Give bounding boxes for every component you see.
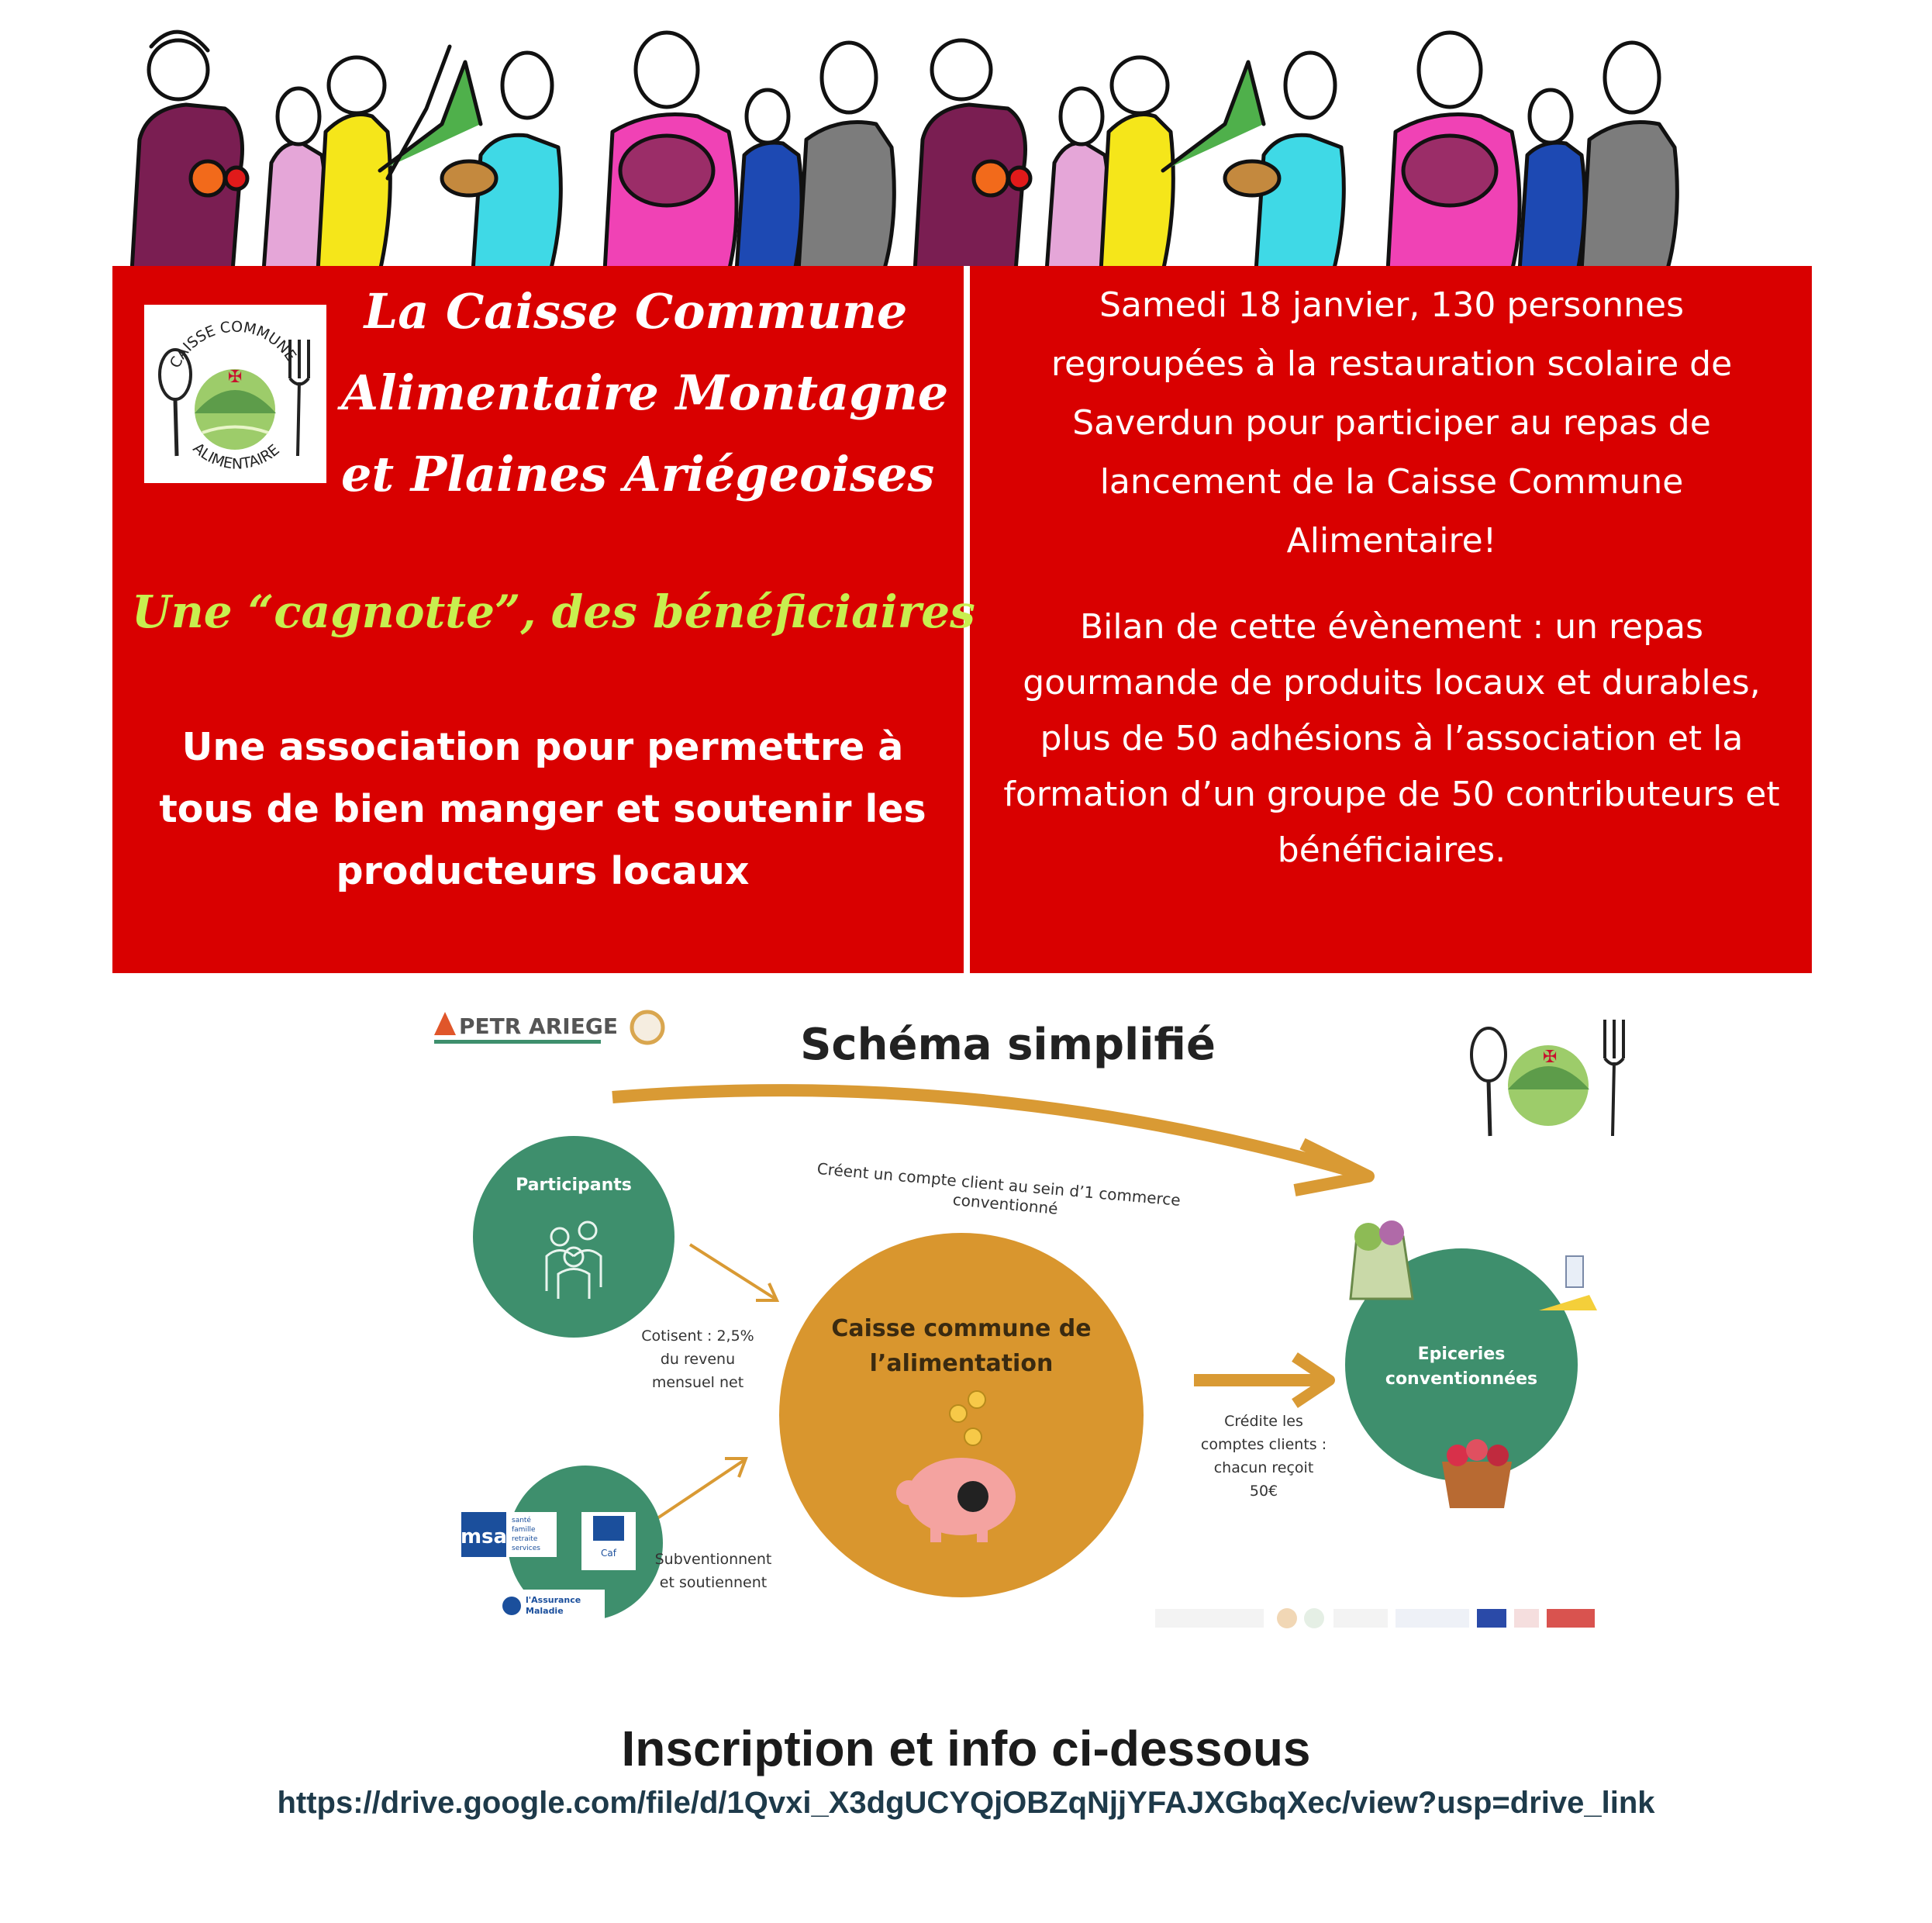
news-p2-line-4: formation d’un groupe de 50 contributeur… [1003,775,1780,814]
assurance-line-2: Maladie [526,1606,564,1616]
person-figure [1044,86,1110,271]
caisse-commune-logo: CAISSE COMMUNE ✠ ALIMENTAIRE [144,305,326,483]
person-figure [1385,30,1522,271]
subventionnent-line-1: Subventionnent [654,1551,772,1568]
person-figure [440,50,563,271]
news-p1-line-3: Saverdun pour participer au repas de [1072,403,1711,443]
people-icon [545,1220,602,1299]
cotisent-line-3: mensuel net [651,1374,744,1391]
banner-title-line-2: Alimentaire Montagne [341,364,949,421]
person-figure [602,30,739,271]
banner-subtitle: Une “cagnotte”, des bénéficiaires [132,585,975,638]
partner-logos [1155,1608,1595,1628]
participants-label: Participants [516,1176,632,1195]
news-p1-line-5: Alimentaire! [1286,521,1497,561]
logo-top-text: CAISSE COMMUNE [167,319,299,371]
epiceries-circle [1345,1248,1578,1481]
news-p1-line-4: lancement de la Caisse Commune [1099,462,1684,502]
petr-ariege-logo: PETR ARIEGE [434,1010,665,1045]
person-figure [1099,55,1266,271]
simplified-diagram: PETR ARIEGE ✠ Participants Caisse commun… [434,1010,1625,1628]
association-line-1: Une association pour permettre à [181,725,904,769]
association-line-3: producteurs locaux [336,849,750,893]
news-p2-line-1: Bilan de cette évènement : un repas [1079,607,1704,647]
credite-line-1: Crédite les [1224,1413,1303,1430]
msa-line-1: santé [512,1516,531,1524]
person-figure [129,29,250,271]
grocery-bag-icon [1349,1220,1414,1300]
news-p1-line-2: regroupées à la restauration scolaire de [1051,344,1733,384]
banner-divider [964,266,970,973]
caisse-label-line-1: Caisse commune de [831,1315,1091,1342]
person-figure [1579,40,1679,271]
piggy-bank-icon [896,1458,1016,1542]
svg-text:✠: ✠ [228,368,242,387]
msa-line-3: retraite [512,1535,538,1543]
person-figure [316,44,483,271]
epiceries-label-line-2: conventionnées [1385,1369,1537,1389]
person-figure [1223,50,1346,271]
person-figure [913,38,1033,271]
participants-circle [473,1136,674,1338]
svg-text:CAISSE COMMUNE: CAISSE COMMUNE [167,319,299,371]
coin-icon [949,1390,986,1446]
registration-link[interactable]: https://drive.google.com/file/d/1Qvxi_X3… [277,1786,1655,1820]
credite-line-3: chacun reçoit [1213,1459,1314,1476]
subventionnent-line-2: et soutiennent [659,1574,768,1591]
news-p2-line-5: bénéficiaires. [1277,830,1506,870]
assurance-line-1: l'Assurance [526,1595,581,1605]
cotisent-line-1: Cotisent : 2,5% [641,1327,754,1345]
petr-logo-text: PETR ARIEGE [459,1013,618,1039]
footer-title: Inscription et info ci-dessous [621,1721,1311,1776]
epiceries-label-line-1: Epiceries [1418,1345,1506,1364]
person-figure [734,88,804,271]
caisse-label-line-2: l’alimentation [870,1350,1054,1377]
caf-logo: Caf [581,1512,636,1570]
banner-title-line-3: et Plaines Ariégeoises [341,446,935,502]
credite-line-2: comptes clients : [1200,1436,1327,1453]
people-with-food-illustration [129,29,1679,271]
arrow-to-epiceries-curved [612,1084,1367,1181]
caisse-commune-logo-small: ✠ [1470,1020,1625,1137]
msa-line-2: famille [512,1526,536,1534]
person-figure [796,40,896,271]
banner-title-line-1: La Caisse Commune [364,283,908,340]
arrow-cotisent [688,1243,777,1300]
milk-cheese-icon [1539,1255,1597,1310]
schema-title: Schéma simplifié [800,1020,1216,1070]
svg-text:✠: ✠ [1543,1048,1557,1067]
person-figure [1517,88,1587,271]
assurance-maladie-logo: l'Assurance Maladie [500,1590,605,1622]
fork-icon [288,340,310,457]
caf-logo-text: Caf [601,1548,617,1559]
logo-graphic: CAISSE COMMUNE ✠ ALIMENTAIRE [158,319,310,472]
msa-logo: msa santé famille retraite services [461,1512,557,1557]
news-p1-line-1: Samedi 18 janvier, 130 personnes [1099,285,1685,325]
arrow-subventionnent [654,1459,746,1521]
news-p2-line-2: gourmande de produits locaux et durables… [1023,663,1761,703]
msa-line-4: services [512,1545,540,1552]
news-p2-line-3: plus de 50 adhésions à l’association et … [1040,719,1744,758]
credite-line-4: 50€ [1249,1483,1278,1500]
msa-logo-text: msa [461,1525,507,1548]
person-figure [261,86,327,271]
association-line-2: tous de bien manger et soutenir les [159,787,926,831]
cotisent-line-2: du revenu [660,1351,736,1368]
red-banner [112,266,1812,973]
fruit-basket-icon [1442,1439,1512,1508]
spoon-icon [158,348,192,457]
